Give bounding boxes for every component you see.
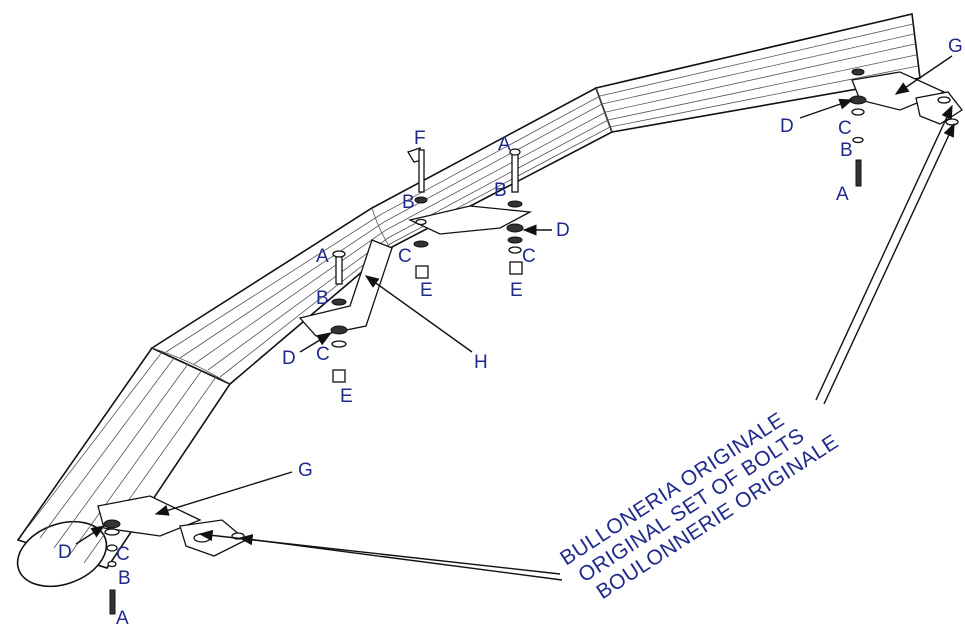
part-labels: G D C B A F B C E A B D C E A B D C E H … <box>58 36 963 626</box>
tubular-bar <box>16 13 921 588</box>
label-d-bottom-left: D <box>58 542 72 563</box>
label-a-right: A <box>836 184 849 205</box>
label-g-top-right: G <box>948 36 963 57</box>
original-bolts-note: BULLONERIA ORIGINALE ORIGINAL SET OF BOL… <box>556 408 843 604</box>
label-h: H <box>474 352 488 373</box>
bolt-stack-a-right-center <box>506 148 524 275</box>
bolt-stack-h <box>330 250 348 383</box>
label-c-h: C <box>316 344 330 365</box>
label-d-right: D <box>780 116 794 137</box>
label-c-bottom-left: C <box>116 544 130 565</box>
label-b-bottom-left: B <box>118 568 131 589</box>
label-a-center-right: A <box>498 134 511 155</box>
leader-arrows <box>75 55 955 581</box>
label-a-h: A <box>316 246 329 267</box>
label-g-bottom: G <box>298 460 313 481</box>
label-e-center-right: E <box>510 280 523 301</box>
bar-ribs <box>27 23 919 564</box>
label-b-f: B <box>402 192 415 213</box>
bolt-stack-right <box>849 68 867 187</box>
bracket-center-right <box>408 205 533 235</box>
label-f-center: F <box>414 128 426 149</box>
label-a-bottom-left: A <box>116 608 129 626</box>
label-c-center-right: C <box>522 246 536 267</box>
label-c-f: C <box>398 246 412 267</box>
bolt-stack-left <box>103 519 121 615</box>
label-e-h: E <box>340 386 353 407</box>
label-d-center-left: D <box>282 348 296 369</box>
note-line-english: ORIGINAL SET OF BOLTS <box>574 424 808 587</box>
bracket-center-left <box>298 239 393 337</box>
label-d-center-right: D <box>556 220 570 241</box>
label-b-center-right: B <box>494 180 507 201</box>
label-e-f: E <box>420 280 433 301</box>
label-b-h: B <box>316 288 329 309</box>
label-c-right: C <box>838 118 852 139</box>
bolt-stack-f <box>407 147 429 279</box>
label-b-right: B <box>840 140 853 161</box>
bracket-right <box>851 71 963 126</box>
